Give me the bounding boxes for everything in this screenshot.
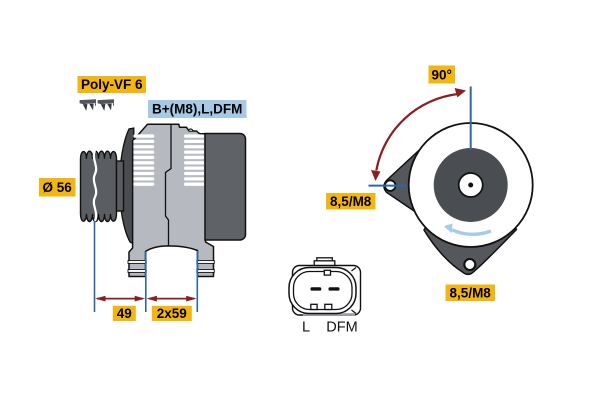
svg-text:8,5/M8: 8,5/M8 xyxy=(330,194,372,209)
svg-text:Ø 56: Ø 56 xyxy=(43,180,73,195)
svg-text:DFM: DFM xyxy=(326,320,357,336)
svg-text:Poly-VF 6: Poly-VF 6 xyxy=(81,77,143,92)
svg-text:49: 49 xyxy=(117,306,132,321)
svg-text:2x59: 2x59 xyxy=(157,306,187,321)
svg-text:8,5/M8: 8,5/M8 xyxy=(450,286,492,301)
svg-text:B+(M8),L,DFM: B+(M8),L,DFM xyxy=(152,102,242,117)
svg-text:90°: 90° xyxy=(431,68,451,83)
svg-text:L: L xyxy=(302,320,310,336)
